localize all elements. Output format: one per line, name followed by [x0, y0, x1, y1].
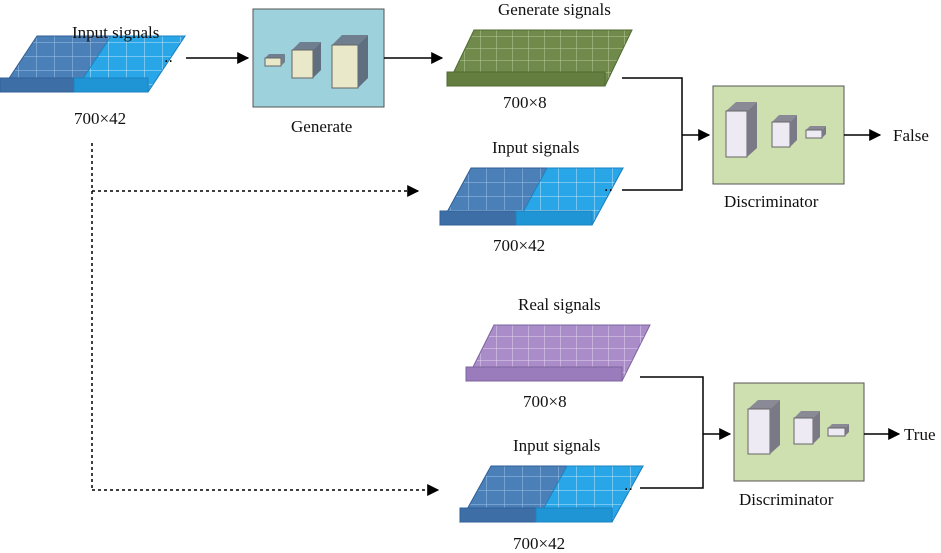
discriminator-top-label: Discriminator [724, 192, 819, 211]
generated-title: Generate signals [498, 0, 611, 19]
bottom-input-dims: 700×42 [513, 534, 566, 553]
top-input-dims: 700×42 [74, 109, 127, 128]
generator-label: Generate [291, 117, 353, 136]
generator-box [252, 8, 385, 108]
svg-text:··: ·· [164, 54, 173, 70]
svg-text:··: ·· [604, 183, 613, 199]
real-signals-stack [465, 324, 651, 382]
bottom-input-signals-stack: ·· [459, 465, 644, 523]
mid-input-signals-stack: ·· [439, 167, 624, 226]
generated-signals-stack [446, 29, 633, 87]
mid-input-title: Input signals [492, 138, 580, 157]
discriminator-bottom-box [733, 382, 865, 482]
discriminator-top-box [712, 85, 845, 185]
top-input-title: Input signals [72, 23, 160, 42]
bottom-input-title: Input signals [513, 436, 601, 455]
real-dims: 700×8 [523, 392, 567, 411]
connector-real-to-disc-bottom [640, 376, 704, 489]
output-false-label: False [893, 126, 929, 145]
discriminator-bottom-label: Discriminator [739, 490, 834, 509]
real-title: Real signals [518, 295, 601, 314]
svg-text:··: ·· [624, 482, 633, 498]
top-input-signals-stack: ·· [0, 35, 186, 93]
output-true-label: True [904, 425, 936, 444]
connector-generated-to-disc-top [622, 77, 683, 191]
generated-dims: 700×8 [503, 93, 547, 112]
mid-input-dims: 700×42 [493, 236, 546, 255]
